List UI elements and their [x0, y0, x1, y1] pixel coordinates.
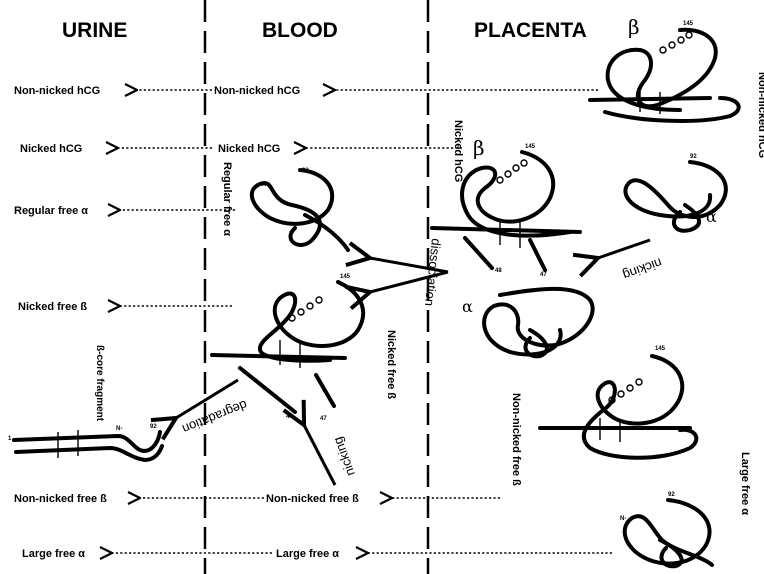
molecule-placenta-alpha-lower: α [462, 289, 593, 356]
alpha-symbol-2: α [462, 297, 473, 316]
placenta-non-nicked-free-beta: Non-nicked free ß [510, 393, 522, 486]
residue-label: 145 [683, 21, 694, 27]
blood-nicked-hcg: Nicked hCG [218, 143, 280, 155]
label-nicking-top: nicking [621, 255, 664, 283]
residue-label: N- [116, 426, 122, 432]
residue-label: 1 [8, 436, 12, 442]
residue-label: 48 [495, 268, 502, 274]
header-placenta: PLACENTA [474, 19, 587, 42]
blood-regular-free-alpha: Regular free α [221, 162, 233, 236]
urine-regular-free-alpha: Regular free α [14, 205, 88, 217]
molecule-placenta-alpha-subunit: 92 α [625, 154, 725, 231]
label-dissociation: dissociation [422, 238, 444, 307]
molecule-placenta-non-nicked-hcg: β 145 [590, 15, 739, 121]
residue-label: 48 [286, 414, 293, 420]
arrow-nicking-bottom [304, 425, 335, 485]
alpha-symbol-1: α [706, 207, 717, 226]
urine-nicked-hcg: Nicked hCG [20, 143, 82, 155]
residue-label: N- [620, 516, 626, 522]
urine-large-free-alpha: Large free α [22, 548, 85, 560]
blood-nicked-free-beta: Nicked free ß [385, 330, 397, 399]
residue-label: 92 [690, 154, 697, 160]
urine-nicked-free-beta: Nicked free ß [18, 301, 87, 313]
header-urine: URINE [62, 19, 127, 42]
label-degradation: degradation [180, 397, 249, 437]
residue-label: 145 [340, 274, 351, 280]
molecule-placenta-non-nicked-free-beta: 145 [540, 346, 696, 458]
molecule-blood-nicked-free-beta: 145 48 47 [212, 274, 363, 422]
urine-b-core-fragment: ß-core fragment [94, 345, 105, 422]
urine-non-nicked-free-beta: Non-nicked free ß [14, 493, 107, 505]
molecule-blood-free-alpha: 92 N- [252, 168, 348, 250]
residue-label: 145 [525, 144, 536, 150]
residue-label: 145 [655, 346, 666, 352]
placenta-large-free-alpha: Large free α [739, 452, 751, 515]
beta-symbol-1: β [628, 15, 640, 39]
placenta-non-nicked-hcg: Non-nicked hCG [756, 72, 764, 158]
blood-non-nicked-free-beta: Non-nicked free ß [266, 493, 359, 505]
header-blood: BLOOD [262, 19, 338, 42]
urine-non-nicked-hcg: Non-nicked hCG [14, 85, 100, 97]
blood-large-free-alpha: Large free α [276, 548, 339, 560]
label-nicking-bottom: nicking [330, 435, 358, 478]
residue-label: 92 [150, 424, 157, 430]
residue-label: N- [262, 182, 268, 188]
placenta-nicked-hcg: Nicked hCG [452, 120, 464, 182]
molecule-urine-beta-core: 1 92 N- [8, 424, 162, 460]
residue-label: 92 [668, 492, 675, 498]
beta-symbol-2: β [473, 136, 485, 160]
molecule-placenta-large-free-alpha: 92 N- [620, 492, 712, 566]
residue-label: 47 [320, 416, 327, 422]
arrow-nicking-top [598, 240, 650, 258]
residue-label: 47 [540, 272, 547, 278]
blood-non-nicked-hcg: Non-nicked hCG [214, 85, 300, 97]
